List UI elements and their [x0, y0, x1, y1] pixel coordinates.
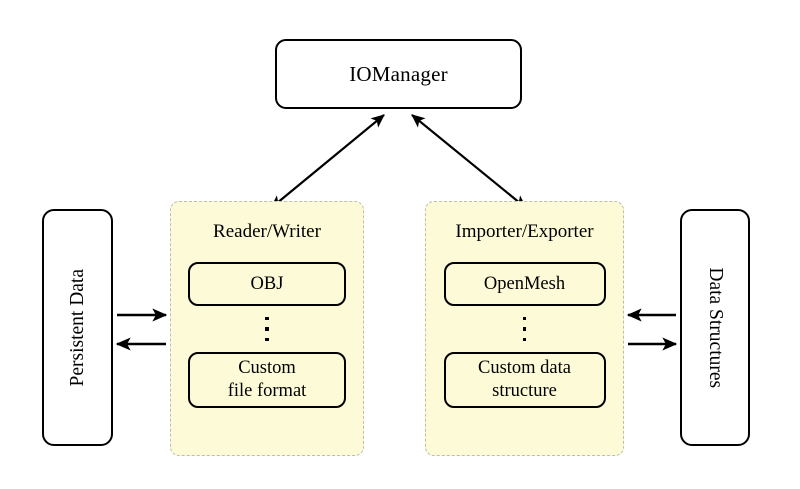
panel-importer-exporter-title: Importer/Exporter	[455, 221, 594, 242]
ellipsis-dot	[265, 337, 269, 341]
panel-reader-writer-title: Reader/Writer	[213, 221, 321, 242]
reader-writer-ellipsis-icon	[265, 306, 269, 352]
leaf-line-1: Custom	[238, 358, 296, 379]
leaf-custom-data-structure[interactable]: Custom data structure	[443, 351, 606, 408]
ellipsis-dot	[522, 337, 527, 341]
leaf-line-2: structure	[492, 380, 557, 401]
ellipsis-dot	[265, 317, 269, 321]
leaf-obj[interactable]: OBJ	[188, 261, 346, 306]
leaf-obj-label: OBJ	[250, 273, 284, 294]
leaf-custom-data-structure-label: Custom data structure	[478, 357, 571, 402]
io-manager-node[interactable]: IOManager	[275, 39, 522, 109]
leaf-line-1: Custom data	[477, 358, 571, 379]
panel-reader-writer[interactable]: Reader/Writer OBJ Custom file format	[170, 201, 364, 456]
panel-importer-exporter[interactable]: Importer/Exporter OpenMesh Custom data s…	[425, 201, 624, 456]
persistent-data-label: Persistent Data	[66, 268, 88, 387]
leaf-line-2: file format	[227, 380, 307, 401]
leaf-custom-file-format-label: Custom file format	[228, 357, 307, 402]
arrow-manager-importer-exporter	[411, 114, 527, 209]
leaf-custom-file-format[interactable]: Custom file format	[188, 351, 346, 408]
io-manager-label: IOManager	[349, 61, 448, 86]
leaf-openmesh[interactable]: OpenMesh	[443, 261, 606, 306]
ellipsis-dot	[265, 327, 269, 331]
data-structures-node[interactable]: Data Structures	[680, 209, 750, 446]
ellipsis-dot	[522, 317, 527, 321]
arrow-manager-reader-writer	[270, 114, 385, 209]
persistent-data-node[interactable]: Persistent Data	[42, 209, 113, 446]
data-structures-label: Data Structures	[704, 267, 726, 388]
leaf-openmesh-label: OpenMesh	[483, 273, 566, 294]
ellipsis-dot	[522, 327, 527, 331]
importer-exporter-ellipsis-icon	[522, 306, 527, 352]
